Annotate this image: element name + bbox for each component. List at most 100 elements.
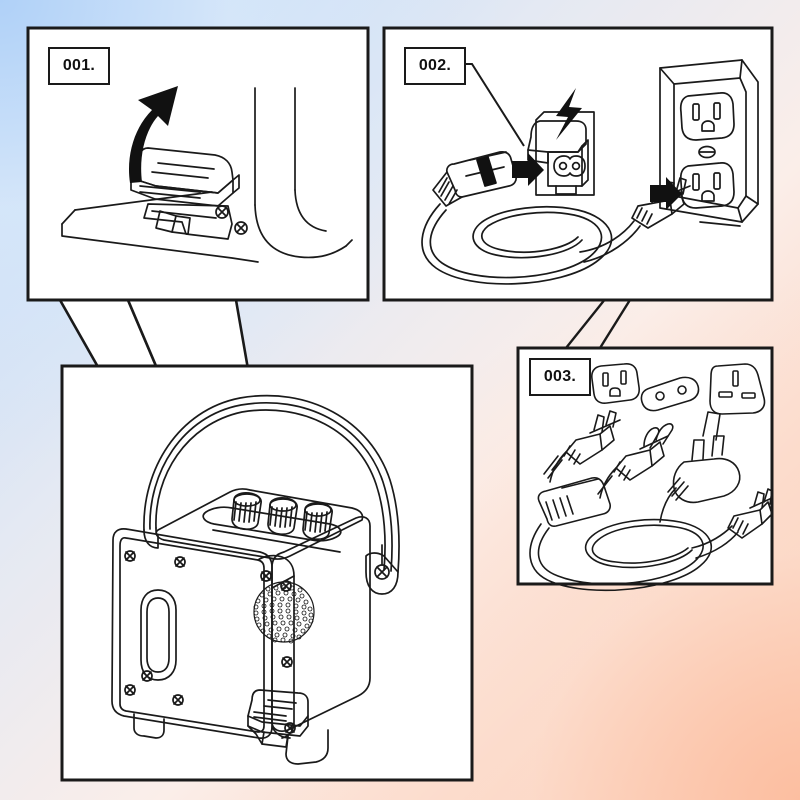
product-cover-rib-3 (253, 711, 287, 717)
knob-1 (231, 491, 262, 531)
handle-post-base (254, 204, 347, 259)
housing-bottom (61, 223, 259, 263)
speaker-grille-mesh (253, 584, 314, 644)
plug-eu (597, 423, 674, 499)
inlet-cover-flap (527, 120, 587, 153)
cord-to-wallplug2 (579, 220, 635, 253)
handle-slot-inner (146, 597, 170, 673)
plug-uk (659, 411, 741, 523)
panel3-cord-loop (529, 518, 712, 592)
inlet-plate (535, 111, 595, 196)
cord-c7-top (561, 478, 599, 489)
cord-connector-highlight (469, 151, 507, 161)
cabinet-bottom-edge (271, 726, 291, 739)
open-rotate-arrow-icon (128, 86, 178, 183)
outlet-center-screw (698, 145, 716, 159)
receptacle-upper (679, 92, 735, 141)
socket-b-slot-r (620, 370, 627, 385)
wall-plug-prong-2 (675, 177, 687, 195)
socket-b-slot-l (602, 372, 609, 387)
inlet-hole-right (571, 161, 581, 171)
receptacle-upper-ground (701, 120, 715, 132)
knob-1-ribs (233, 501, 257, 523)
cabinet-corner-post (257, 554, 295, 739)
back-panel-inner (119, 536, 265, 733)
cover-hinge-tab2 (171, 215, 191, 235)
socket-b-ground (609, 387, 621, 397)
knob-2-ribs (269, 506, 293, 528)
cord-c7-rib4 (566, 495, 574, 515)
cabinet-top-face (155, 488, 364, 560)
power-bolt-icon (556, 88, 582, 140)
power-cord-cable2 (429, 209, 603, 279)
top-face-edge-line (212, 529, 341, 553)
cover-rib-1 (157, 162, 215, 170)
compartment-cover-right-edge (232, 174, 240, 194)
inlet-body (547, 145, 583, 187)
product-cover-tab2 (247, 725, 263, 745)
cover-screws (215, 205, 248, 235)
knob-recess (202, 506, 342, 542)
cord-strain-relief (432, 171, 463, 207)
cover-rib-3 (139, 185, 201, 193)
handle-end-right (365, 552, 399, 595)
socket-c-hole-l (655, 391, 665, 401)
socket-type-g (709, 363, 766, 415)
knob-3 (302, 501, 333, 541)
cord-c7-rib2 (552, 499, 560, 519)
inlet-hole-left (558, 161, 568, 171)
product-compartment-cover (247, 689, 309, 727)
carry-handle-outer (143, 394, 400, 573)
socket-type-b (591, 363, 640, 404)
handle-post-base-inner (294, 189, 327, 232)
knob-3-top (304, 503, 332, 517)
product-compartment-face (247, 715, 309, 737)
cabinet-right-side (271, 516, 371, 732)
panel3-cord-right2 (691, 525, 733, 549)
knob-2-top (269, 498, 297, 512)
receptacle-upper-slot-r (713, 102, 721, 120)
receptacle-lower-ground (701, 190, 715, 202)
power-cord-cable (421, 203, 613, 285)
panel3-cord-loop2 (537, 524, 704, 585)
inlet-foot (555, 185, 577, 195)
wall-outlet-plate-bevel (659, 59, 759, 223)
control-knobs (231, 491, 333, 541)
receptacle-upper-slot-l (692, 103, 700, 121)
receptacle-lower-slot-r (713, 172, 721, 190)
socket-g-slot-r (741, 392, 756, 399)
compartment-recess (143, 203, 233, 240)
cover-rib-4 (139, 191, 201, 199)
plug-us-attached (727, 488, 773, 539)
product-cover-rib-4 (253, 716, 287, 722)
strain-outline (432, 171, 463, 207)
handle-rivet-right-cross (376, 566, 388, 578)
figure-8-inlet (553, 155, 586, 177)
panel-002-step-label: 002. (404, 47, 466, 85)
back-panel-screws (124, 550, 296, 734)
product-cover-rib-2 (263, 705, 293, 710)
cord-c7-connector (537, 477, 611, 527)
knob-3-ribs (304, 511, 328, 533)
socket-c-hole-r (677, 385, 687, 395)
receptacle-lower (679, 162, 735, 209)
wall-plug-ribs (636, 207, 653, 225)
socket-g-slot-l (718, 391, 733, 398)
panel-001-step-label: 001. (48, 47, 110, 85)
cord-c7-rib1 (545, 501, 553, 521)
carry-handle-inner (155, 409, 386, 571)
socket-type-c (640, 376, 700, 412)
housing-face (61, 209, 76, 225)
cord-c7-rib3 (559, 497, 567, 517)
carry-handle-stitch (149, 401, 393, 572)
insert-arrow-outlet (650, 177, 682, 210)
knob-2 (267, 496, 298, 536)
insert-arrow-inlet (512, 153, 544, 186)
receptacle-lower-slot-l (692, 173, 700, 191)
inlet-body-side (581, 139, 589, 187)
knob-1-top (233, 493, 261, 507)
panel-003-step-label: 003. (529, 358, 591, 396)
plug-us (543, 410, 621, 483)
